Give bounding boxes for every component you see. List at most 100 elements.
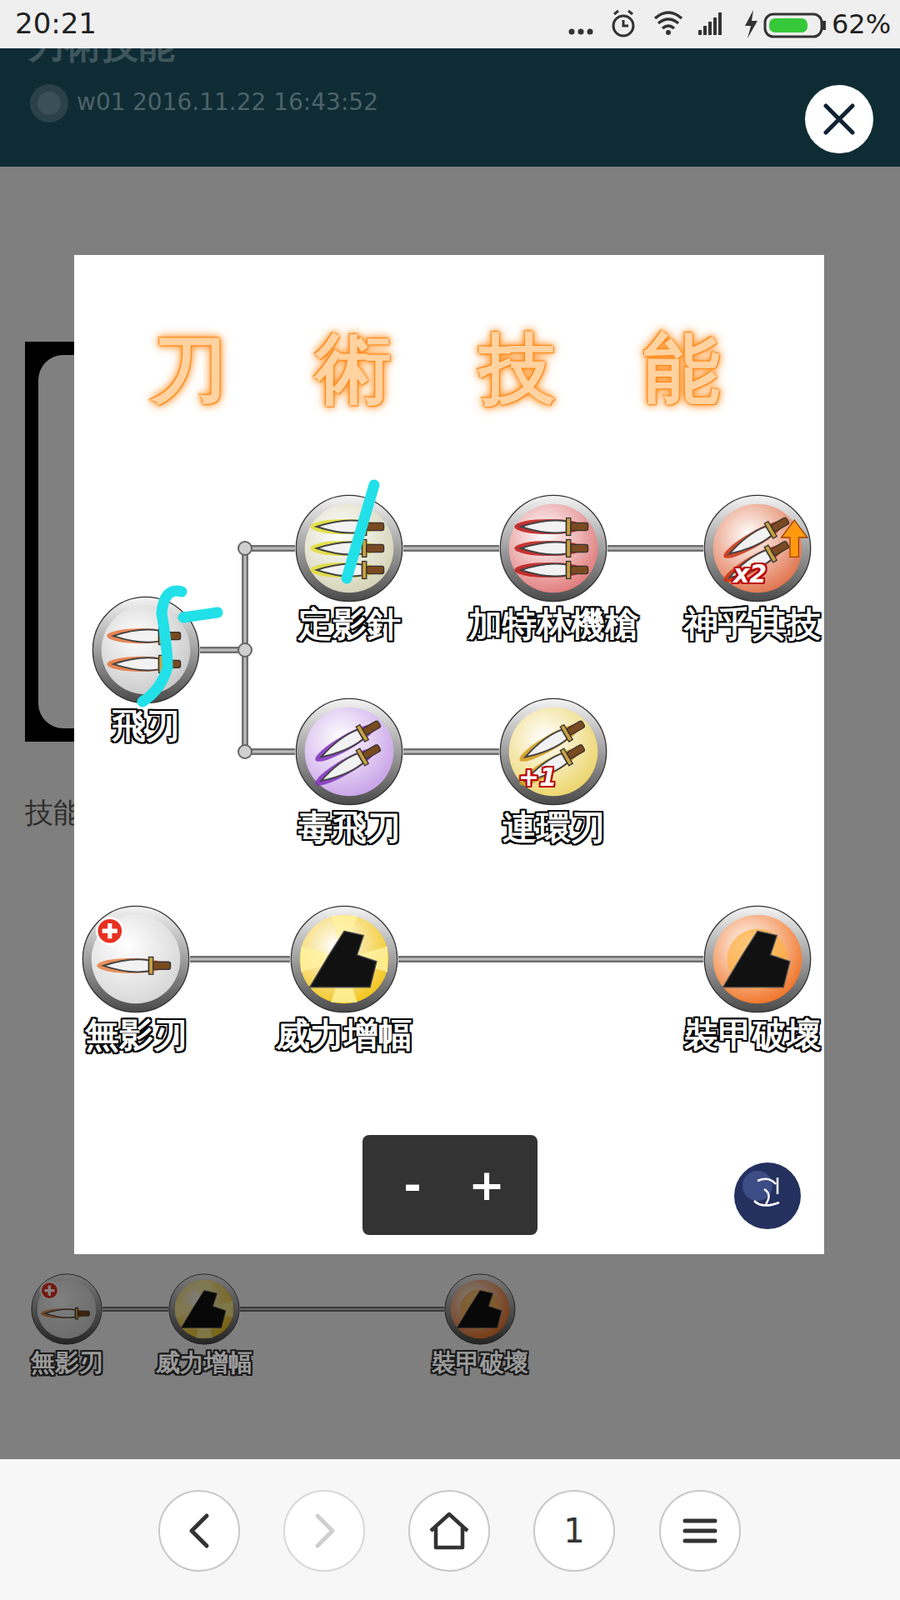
skill-node: 裝甲破壞 — [703, 905, 812, 1014]
skill-label: 無影刃 — [30, 1348, 104, 1378]
skill-icon — [703, 905, 812, 1014]
branch-dot — [238, 541, 252, 555]
skill-label: 飛刃 — [111, 705, 180, 747]
icon-face — [450, 1280, 510, 1340]
handle — [566, 744, 586, 760]
icon-holder — [295, 697, 404, 806]
blade — [317, 752, 364, 786]
icon-holder — [295, 494, 404, 603]
blade — [45, 1309, 75, 1318]
text-label: w01 — [76, 88, 126, 117]
zoom-control — [362, 1135, 538, 1235]
arm-symbol — [456, 1290, 501, 1329]
text-label: 62% — [831, 8, 891, 40]
arm-symbol — [180, 1290, 225, 1329]
wifi-icon — [655, 12, 682, 29]
icon-holder — [703, 905, 812, 1014]
handle — [366, 522, 385, 530]
icon-holder — [81, 905, 190, 1014]
guard — [566, 518, 571, 536]
streak — [106, 656, 176, 672]
blade — [520, 541, 567, 555]
icon-holder — [444, 1273, 516, 1345]
blade — [316, 563, 363, 576]
alarm-hands — [614, 10, 633, 26]
connector-outer — [403, 748, 500, 755]
nav-button — [409, 1490, 490, 1571]
handle — [566, 720, 586, 735]
connector-outer — [403, 545, 500, 552]
icon-ring — [295, 495, 402, 601]
guard — [149, 956, 154, 975]
connector — [403, 751, 500, 753]
signal-icon — [700, 12, 720, 35]
handle — [163, 660, 181, 668]
skill-node: 威力增幅 — [168, 1273, 240, 1345]
skill-node: 毒飛刀 — [295, 697, 404, 806]
text-label: 20:21 — [15, 6, 97, 41]
plus-sign — [102, 923, 118, 939]
icon-holder — [168, 1273, 240, 1345]
icon-face — [509, 707, 599, 797]
icon-ring — [290, 905, 397, 1012]
skill-icon — [30, 1273, 103, 1345]
guard — [566, 561, 571, 580]
skill-label: 加特林機槍 — [468, 604, 640, 645]
skill-node: 定影針 — [295, 494, 404, 603]
connector — [607, 548, 704, 550]
handle — [163, 632, 181, 640]
guard — [362, 561, 367, 580]
nav-bar: 1 — [0, 1459, 900, 1600]
guard — [566, 540, 571, 558]
connector — [403, 548, 500, 550]
dot — [578, 29, 585, 35]
handle — [570, 565, 589, 574]
battery-tip — [822, 20, 826, 30]
icon-ring — [92, 596, 199, 703]
skill-icon — [290, 905, 399, 1014]
text-label: - — [403, 1159, 422, 1211]
close-cross — [825, 105, 853, 133]
connector — [200, 650, 295, 752]
up-arrow — [781, 520, 808, 557]
avatar-face — [37, 91, 61, 115]
plus-sign — [44, 1285, 55, 1296]
skill-label: 連環刃 — [502, 807, 605, 849]
connector-inner — [102, 1308, 169, 1310]
nav-button — [159, 1490, 240, 1571]
connector — [240, 1309, 445, 1310]
logo-strokes — [754, 1177, 780, 1206]
streak — [106, 628, 176, 644]
close-button — [804, 84, 875, 155]
handle — [570, 544, 589, 552]
forward-arrow — [317, 1515, 333, 1546]
skill-icon — [295, 494, 404, 603]
handle — [153, 961, 171, 970]
connector-outer — [190, 955, 290, 963]
skill-icon — [499, 494, 608, 603]
dot — [569, 29, 575, 35]
icon-face — [91, 915, 181, 1005]
blade — [316, 520, 363, 533]
skill-label: 裝甲破壞 — [684, 1015, 821, 1056]
connector-inner — [607, 547, 704, 550]
blade — [520, 563, 567, 576]
connector — [200, 548, 295, 650]
connector-inner — [403, 750, 500, 754]
skill-node: 無影刃 — [81, 905, 190, 1014]
hand-marks — [74, 255, 825, 722]
icon-face — [175, 1280, 235, 1340]
icon-ring — [500, 495, 606, 601]
skill-node: 裝甲破壞 — [444, 1273, 516, 1345]
handle — [366, 565, 385, 574]
connector-inner — [403, 547, 500, 550]
nav-button — [660, 1490, 740, 1571]
branch-dot — [238, 643, 252, 657]
text-label: 1 — [563, 1510, 585, 1551]
branch-dots — [238, 541, 252, 759]
blade — [113, 657, 160, 670]
icon-holder — [290, 905, 399, 1014]
logo-badge — [732, 1160, 803, 1231]
back-arrow — [191, 1515, 207, 1546]
icon-ring — [295, 698, 402, 805]
